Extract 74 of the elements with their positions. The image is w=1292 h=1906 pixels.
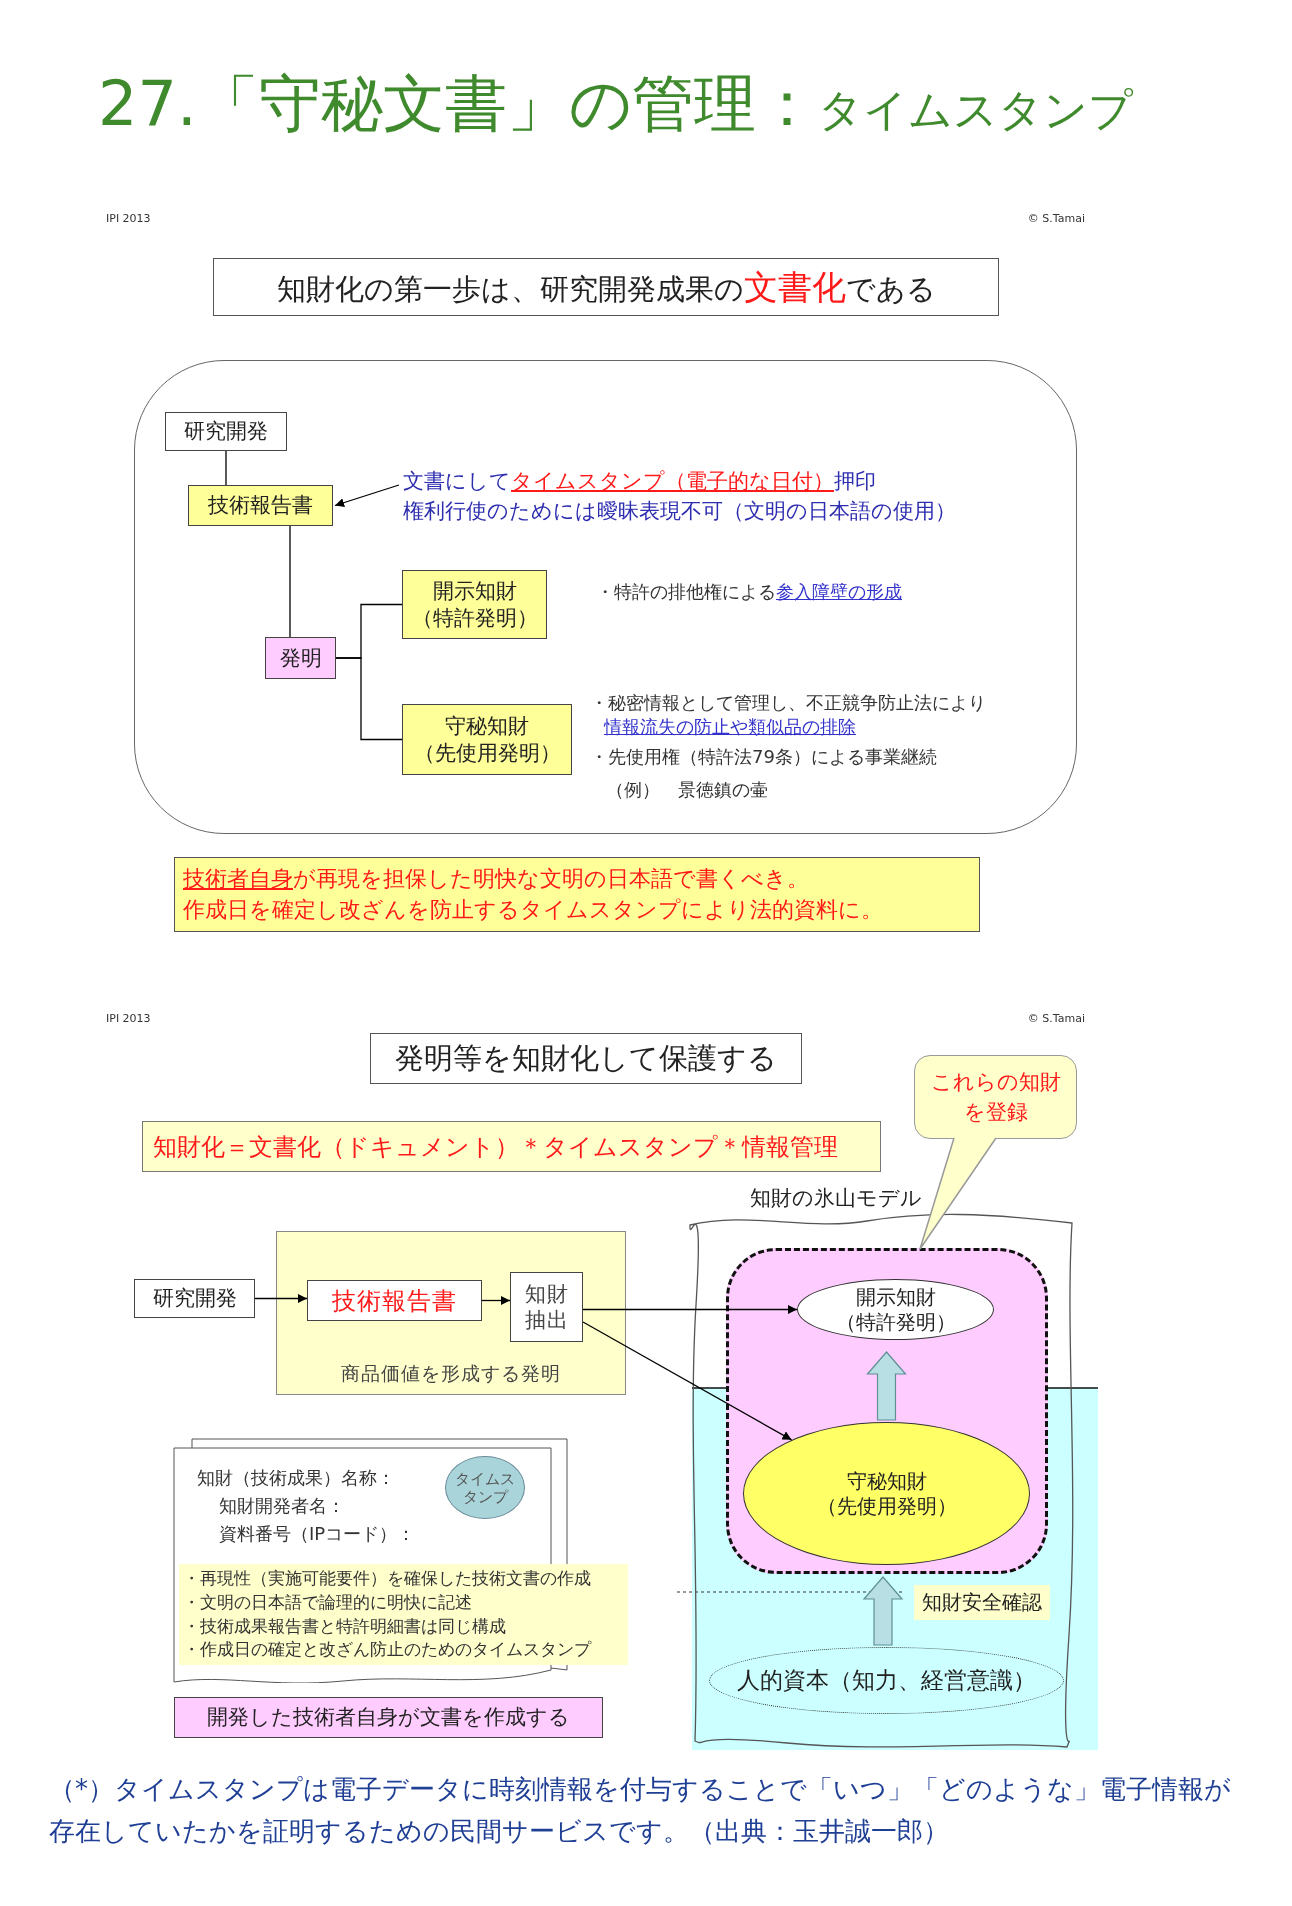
rounded-panel: [134, 360, 1077, 834]
box-label: 技術報告書: [332, 1285, 457, 1316]
callout-text: これらの知財を登録: [930, 1068, 1061, 1126]
process-box: [265, 637, 336, 679]
process-box: [188, 485, 333, 526]
bullet-text: ・特許の排他権による参入障壁の形成: [596, 580, 902, 604]
ellipse-label: 開示知財: [855, 1284, 936, 1310]
note-text: 作成日を確定し改ざんを防止するタイムスタンプにより法的資料に。: [183, 895, 883, 924]
list-item: ・技術成果報告書と特許明細書は同じ構成: [183, 1615, 506, 1638]
connector-line: [335, 657, 403, 741]
bullet-text: （例） 景徳鎮の壷: [606, 778, 768, 802]
dashed-region: [726, 1248, 1048, 1574]
box-label: 発明: [279, 644, 322, 672]
box-label: 開示知財: [432, 578, 517, 605]
group-label: 商品価値を形成する発明: [341, 1362, 561, 1386]
note-text: 開発した技術者自身が文書を作成する: [207, 1704, 570, 1731]
process-box: [165, 412, 287, 451]
model-title: 知財の氷山モデル: [750, 1185, 922, 1212]
page-title: 27.「守秘文書」の管理：タイムスタンプ: [98, 66, 1133, 142]
footnote-text: （*）タイムスタンプは電子データに時刻情報を付与することで「いつ」「どのような」電子情報が存在していたかを証明するための民間サービスです。（出典：玉井誠一郎）: [49, 1773, 1232, 1849]
list-item: ・再現性（実施可能要件）を確保した技術文書の作成: [183, 1567, 591, 1590]
process-box: [402, 570, 547, 639]
list-item: ・作成日の確定と改ざん防止のためのタイムスタンプ: [183, 1639, 591, 1662]
callout-tail: [919, 1137, 997, 1250]
ellipse-label: （特許発明）: [835, 1309, 956, 1335]
arrow: [254, 1293, 308, 1304]
copyright-text: © S.Tamai: [1026, 1012, 1085, 1025]
ellipse-label: （先使用発明）: [816, 1493, 957, 1519]
arrow: [481, 1295, 511, 1306]
heading-box: [370, 1033, 802, 1084]
box-label: （特許発明）: [411, 604, 538, 631]
heading-text: 知財化の第一歩は、研究開発成果の文書化である: [276, 265, 936, 309]
note-text: 文書にしてタイムスタンプ（電子的な日付）押印: [403, 467, 876, 495]
copyright-text: IPI 2013: [106, 1012, 151, 1025]
process-box: [307, 1280, 482, 1321]
box-label: 技術報告書: [208, 492, 313, 519]
note-text: 技術者自身が再現を担保した明快な文明の日本語で書くべき。: [183, 864, 809, 893]
form-field-label: 知財（技術成果）名称：: [197, 1466, 395, 1490]
box-label: （先使用発明）: [413, 739, 561, 766]
box-label: 守秘知財: [445, 713, 529, 740]
arrow: [334, 484, 400, 508]
list-item: ・文明の日本語で論理的に明快に記述: [183, 1591, 472, 1614]
bullet-text: ・先使用権（特許法79条）による事業継続: [590, 745, 937, 769]
box-label: 研究開発: [184, 418, 268, 445]
heading-text: 発明等を知財化して保護する: [395, 1040, 777, 1077]
form-field-label: 資料番号（IPコード）：: [219, 1521, 416, 1546]
bullet-text: ・秘密情報として管理し、不正競争防止法により情報流失の防止や類似品の排除: [590, 691, 986, 739]
block-arrow: [866, 1351, 907, 1421]
note-text: 権利行使のためには曖昧表現不可（文明の日本語の使用）: [403, 498, 956, 525]
ellipse-label: 人的資本（知力、経営意識）: [737, 1666, 1036, 1695]
copyright-text: IPI 2013: [106, 212, 151, 225]
block-arrow: [862, 1576, 904, 1646]
stamp-text: タイムスタンプ: [454, 1469, 516, 1506]
box-label: 研究開発: [152, 1285, 237, 1312]
process-box: [134, 1279, 255, 1318]
copyright-text: © S.Tamai: [1026, 212, 1085, 225]
heading-box: [213, 258, 999, 316]
form-field-label: 知財開発者名：: [219, 1493, 345, 1518]
formula-text: 知財化＝文書化（ドキュメント）＊タイムスタンプ＊情報管理: [153, 1131, 838, 1162]
arrow: [582, 1304, 798, 1315]
note-box: [174, 1697, 603, 1738]
note-box: [174, 857, 980, 932]
connector-line: [225, 450, 227, 486]
connector-line: [289, 525, 291, 638]
callout-bubble: [914, 1055, 1077, 1139]
ellipse-label: 守秘知財: [846, 1468, 927, 1494]
arrow: [582, 1321, 793, 1441]
formula-box: [142, 1121, 881, 1172]
process-box: [402, 704, 572, 775]
edge-label: 知財安全確認: [914, 1585, 1050, 1620]
group-box: [276, 1231, 626, 1395]
process-box: [510, 1272, 583, 1342]
checklist-box: [179, 1564, 628, 1665]
box-label: 知財抽出: [524, 1280, 569, 1334]
